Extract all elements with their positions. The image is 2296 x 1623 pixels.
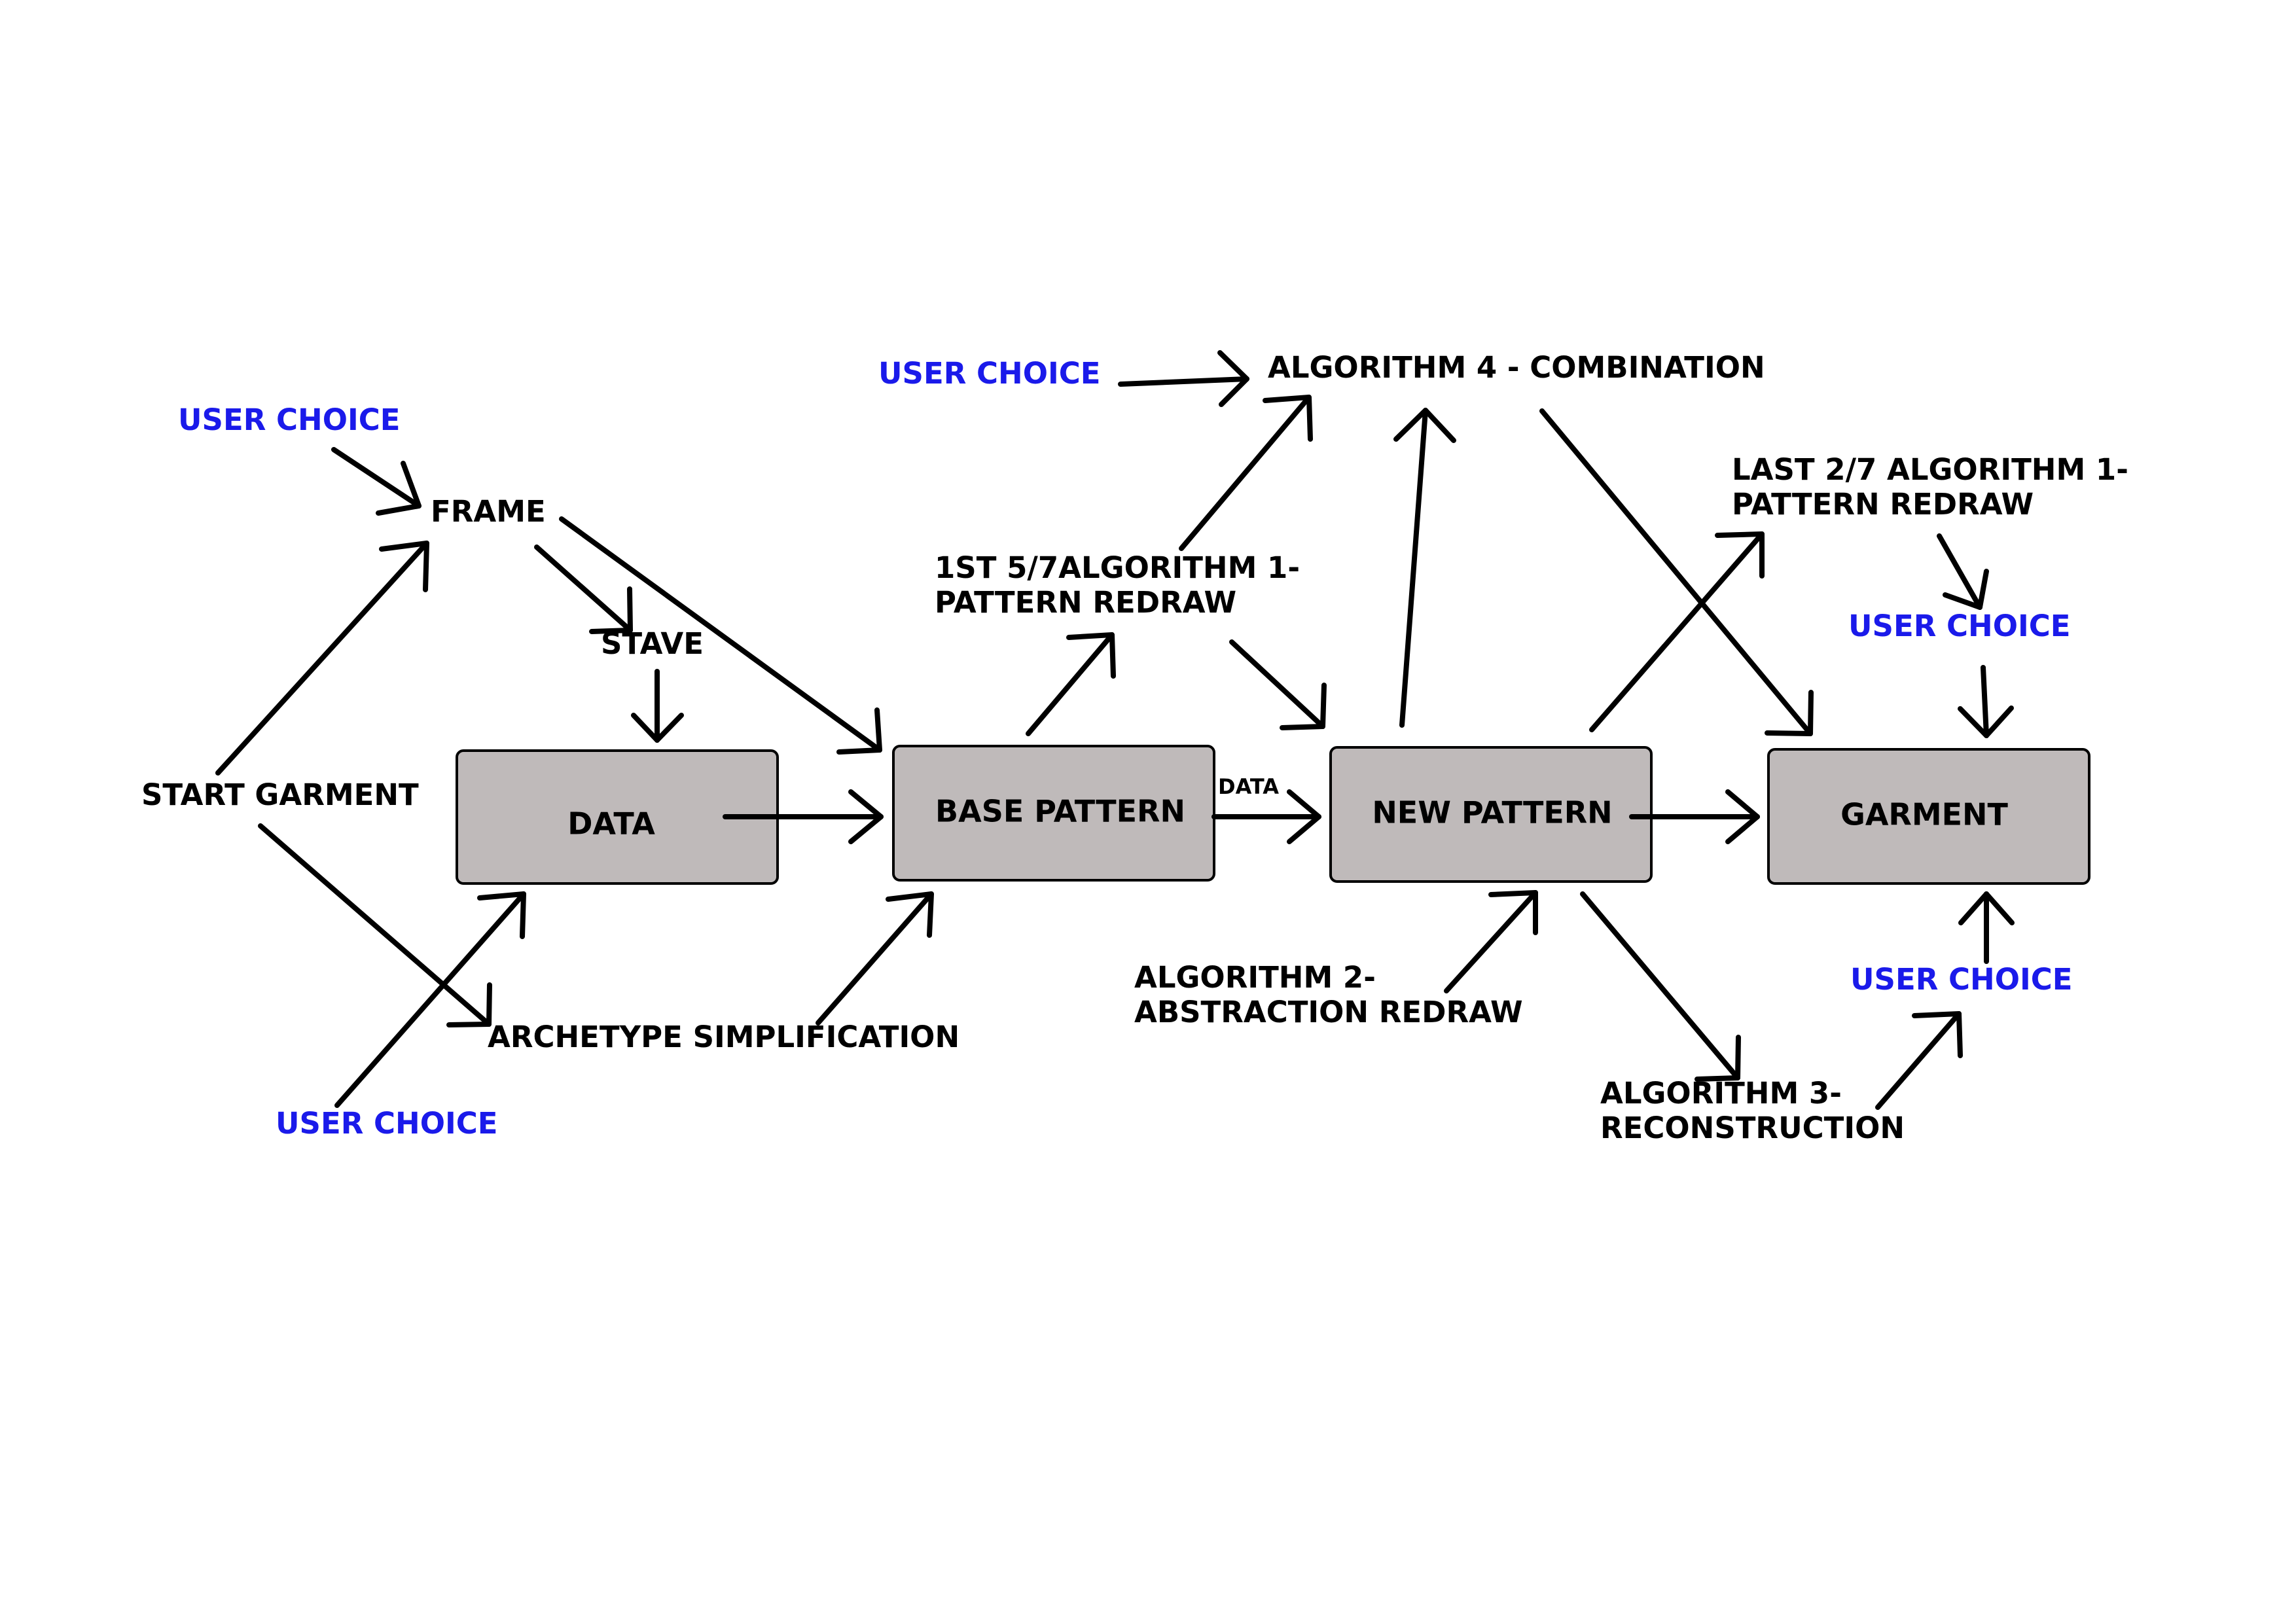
new-pattern-node-label: NEW PATTERN xyxy=(1372,795,1612,830)
archetype-simplification-label: ARCHETYPE SIMPLIFICATION xyxy=(488,1020,960,1054)
algorithm-2-label-line-1: ALGORITHM 2- xyxy=(1134,960,1376,995)
algorithm-3-label-line-2: RECONSTRUCTION xyxy=(1600,1111,1905,1145)
last-algorithm-1-label-line-1: LAST 2/7 ALGORITHM 1- xyxy=(1732,452,2128,487)
garment-node-label: GARMENT xyxy=(1840,797,2008,832)
arrow-user-choice-to-garment-top xyxy=(1958,665,2014,738)
start-garment-label: START GARMENT xyxy=(141,777,419,812)
arrow-algorithm-4-to-garment xyxy=(1539,408,1814,736)
arrow-start-garment-to-frame xyxy=(215,541,429,776)
arrow-data-to-base-pattern xyxy=(723,789,884,844)
user-choice-garment-top-label: USER CHOICE xyxy=(1848,609,2070,643)
algorithm-4-label: ALGORITHM 4 - COMBINATION xyxy=(1268,350,1765,385)
frame-label: FRAME xyxy=(431,494,546,529)
arrow-user-choice-to-frame xyxy=(331,447,422,516)
last-algorithm-1-label-line-2: PATTERN REDRAW xyxy=(1732,487,2034,522)
user-choice-data-label: USER CHOICE xyxy=(276,1106,497,1141)
arrow-start-garment-to-archetype xyxy=(258,823,492,1027)
arrow-algorithm-3-to-user-choice xyxy=(1875,1011,1963,1110)
arrow-base-pattern-to-first-algorithm xyxy=(1026,632,1116,736)
base-pattern-node-label: BASE PATTERN xyxy=(935,794,1185,829)
user-choice-algorithm-4-label: USER CHOICE xyxy=(878,356,1100,391)
data-node-label: DATA xyxy=(567,806,655,842)
arrow-frame-to-base-pattern xyxy=(559,516,882,755)
arrow-user-choice-to-algorithm-4 xyxy=(1118,350,1249,407)
arrow-first-algorithm-to-algorithm-4 xyxy=(1179,395,1313,551)
arrow-first-algorithm-to-new-pattern xyxy=(1229,639,1327,730)
first-algorithm-1-label-line-2: PATTERN REDRAW xyxy=(935,585,1236,620)
arrow-base-pattern-to-new-pattern xyxy=(1211,789,1321,844)
arrow-archetype-to-base-pattern xyxy=(816,891,934,1026)
arrow-stave-to-data xyxy=(631,669,684,743)
first-algorithm-1-label-line-1: 1ST 5/7ALGORITHM 1- xyxy=(935,550,1300,585)
arrow-new-pattern-to-algorithm-3 xyxy=(1580,891,1741,1082)
base-pattern-node: BASE PATTERN xyxy=(892,745,1215,882)
data-edge-label: DATA xyxy=(1218,774,1279,799)
user-choice-frame-label: USER CHOICE xyxy=(178,402,400,437)
arrow-new-pattern-to-last-algorithm xyxy=(1589,531,1765,732)
algorithm-3-label-line-1: ALGORITHM 3- xyxy=(1600,1076,1842,1111)
arrow-last-algorithm-to-user-choice xyxy=(1937,533,1989,610)
arrow-algorithm-2-to-new-pattern xyxy=(1444,890,1538,993)
user-choice-garment-bottom-label: USER CHOICE xyxy=(1850,962,2072,997)
arrow-new-pattern-to-garment xyxy=(1629,789,1760,844)
arrow-user-choice-to-data xyxy=(334,891,526,1108)
new-pattern-node: NEW PATTERN xyxy=(1329,746,1653,883)
algorithm-2-label-line-2: ABSTRACTION REDRAW xyxy=(1134,995,1523,1029)
arrow-new-pattern-to-algorithm-4 xyxy=(1393,408,1456,728)
garment-node: GARMENT xyxy=(1767,748,2090,885)
arrow-frame-to-stave xyxy=(534,544,633,634)
arrow-user-choice-to-garment-bottom xyxy=(1958,891,2015,964)
